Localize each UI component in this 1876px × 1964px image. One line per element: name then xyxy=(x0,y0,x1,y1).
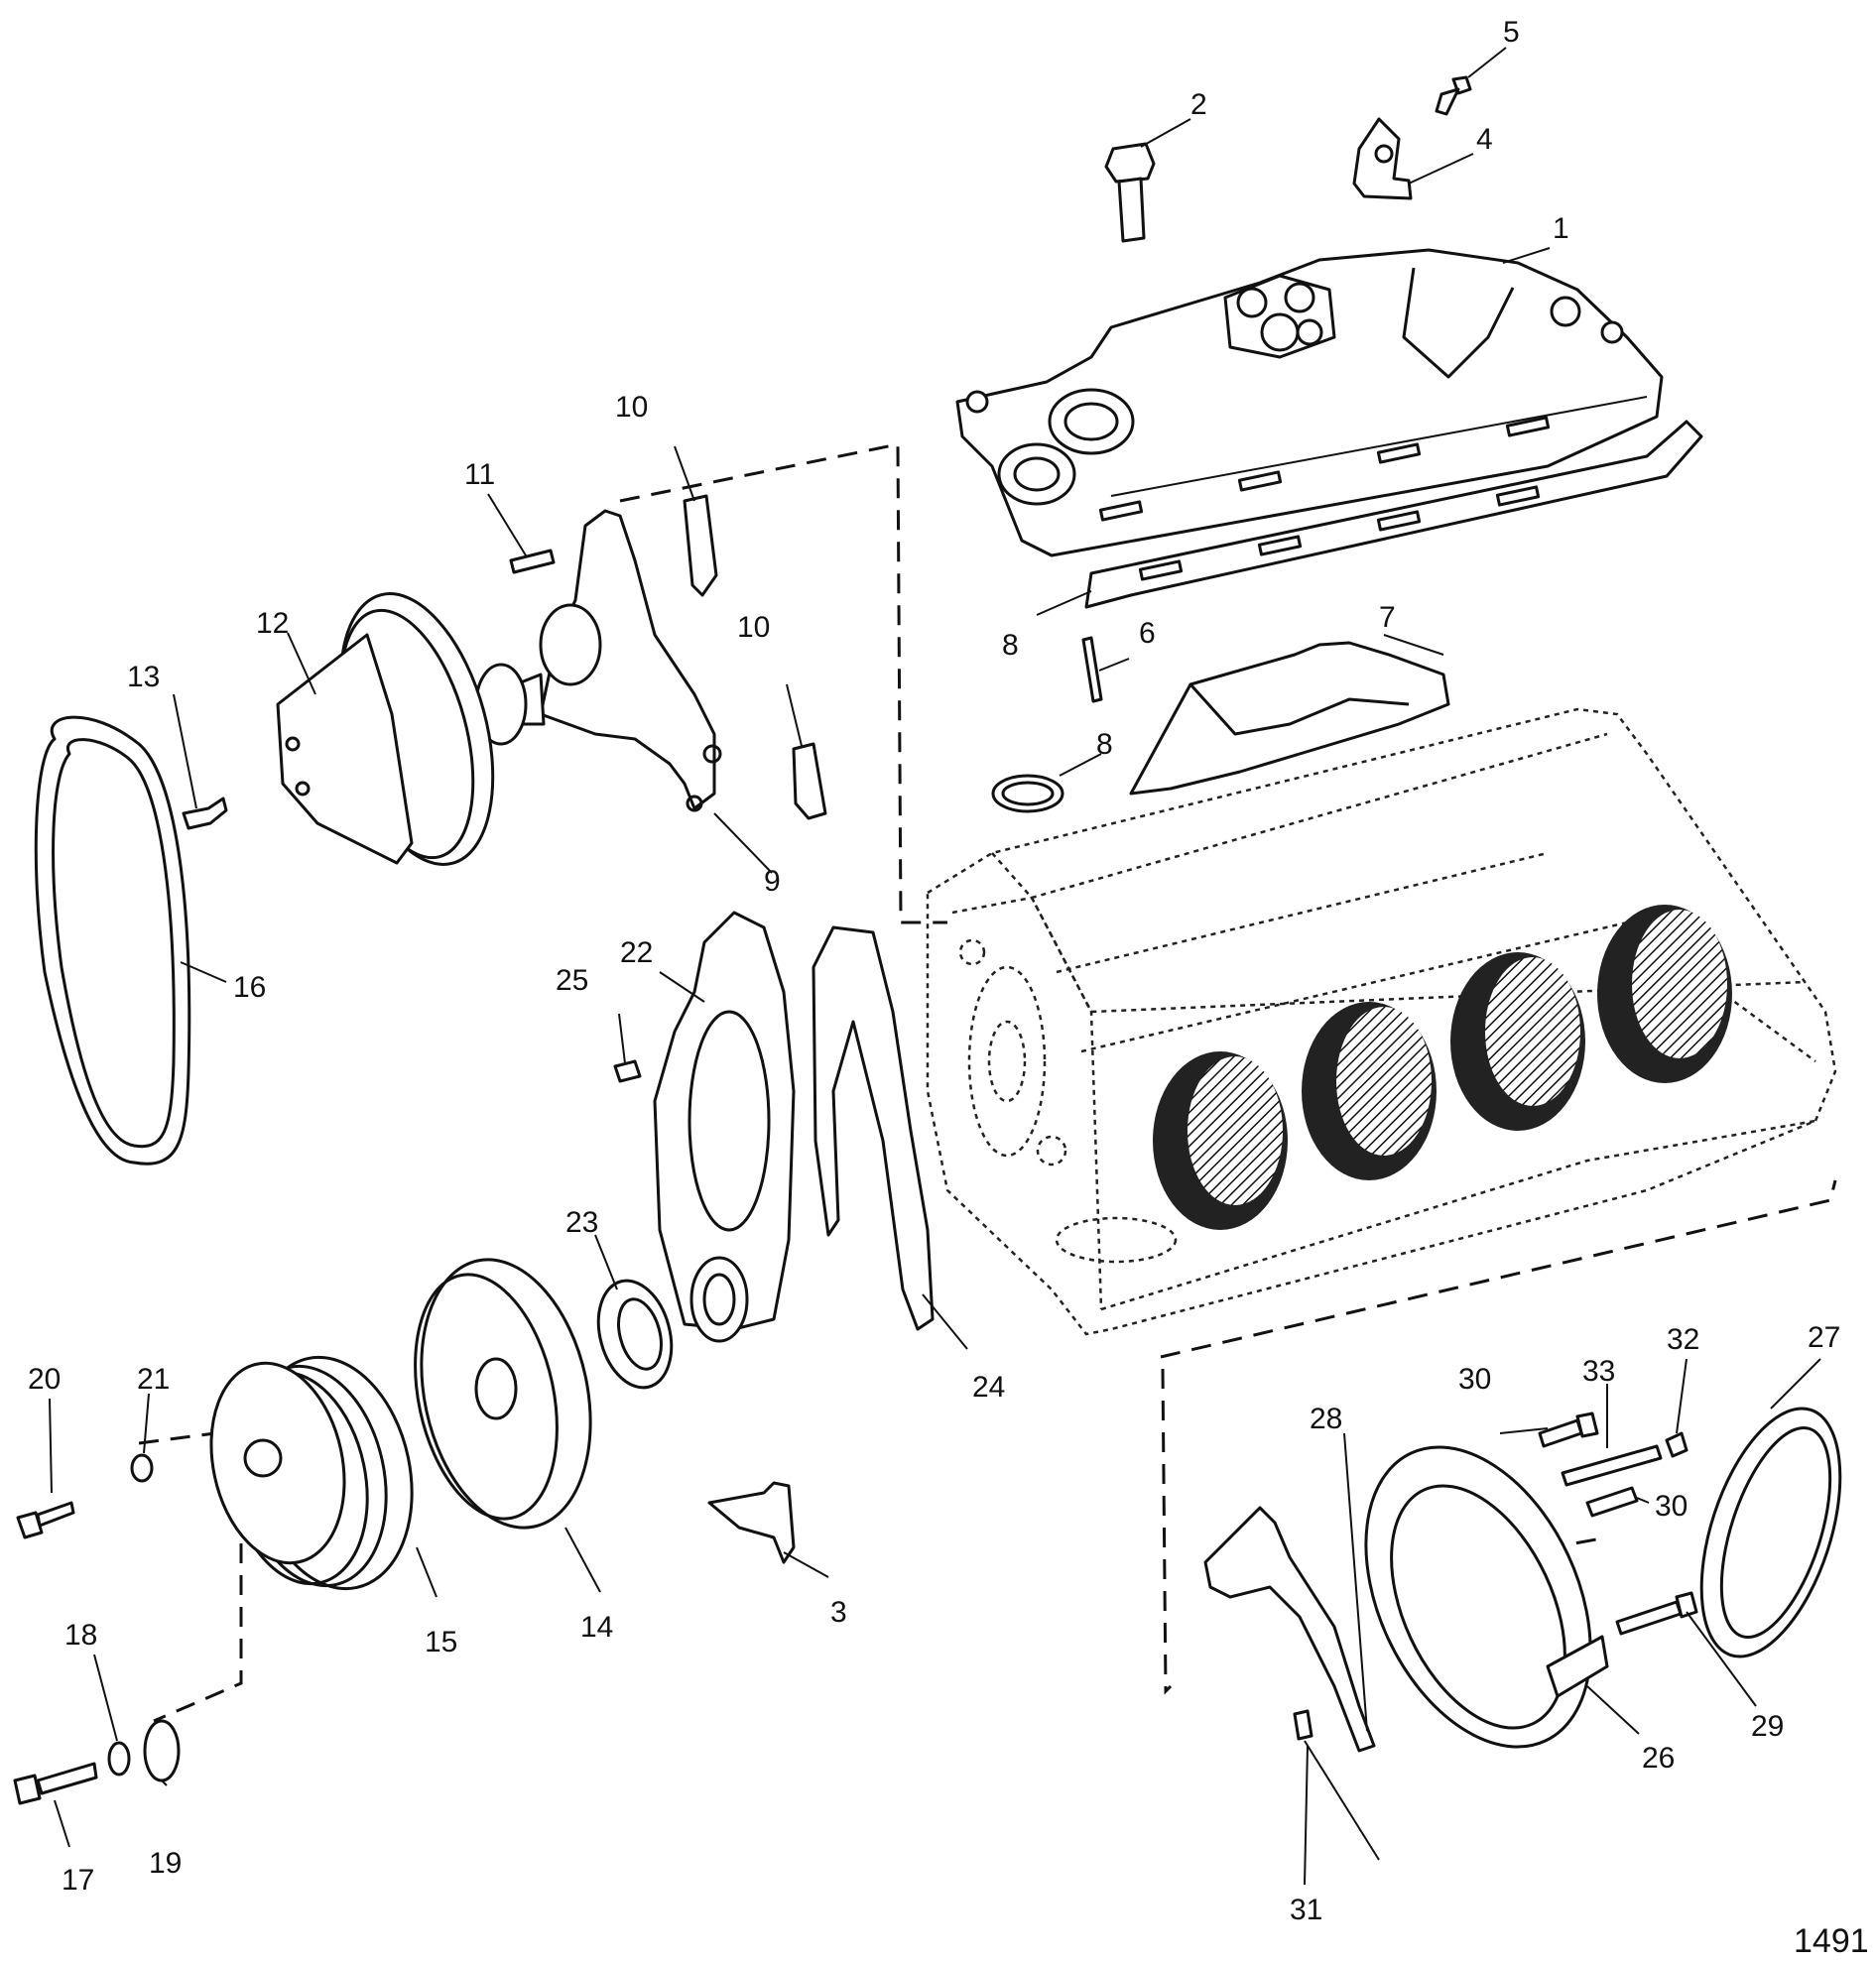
callout-29: 29 xyxy=(1751,1710,1784,1743)
oil-seal xyxy=(596,1279,674,1390)
manifold-bolt xyxy=(1104,142,1156,243)
leader-lines xyxy=(49,47,1821,1886)
timing-bracket xyxy=(707,1481,796,1564)
callout-14: 14 xyxy=(580,1611,613,1644)
callout-13: 13 xyxy=(127,661,160,693)
callout-15: 15 xyxy=(425,1626,457,1658)
cover-bolt xyxy=(613,1059,642,1083)
retainer-gasket xyxy=(1203,1506,1376,1753)
rear-main-seal xyxy=(1699,1407,1842,1658)
washer-21 xyxy=(130,1453,154,1483)
callout-28: 28 xyxy=(1310,1403,1342,1435)
pulley-bolt xyxy=(182,797,228,830)
harmonic-balancer xyxy=(414,1258,592,1530)
timing-cover xyxy=(653,911,796,1343)
callout-16: 16 xyxy=(233,971,266,1004)
callout-32: 32 xyxy=(1667,1323,1699,1356)
callout-33: 33 xyxy=(1582,1355,1615,1388)
callout-7: 7 xyxy=(1379,601,1396,634)
callout-9: 9 xyxy=(764,865,781,898)
pump-gasket-upper xyxy=(683,494,718,597)
callout-30-lower: 30 xyxy=(1655,1490,1688,1523)
dowel-pin xyxy=(1293,1709,1313,1741)
callout-11: 11 xyxy=(464,458,495,491)
callout-2: 2 xyxy=(1190,88,1207,121)
callout-10-lower: 10 xyxy=(737,611,770,644)
figure-number: 1491 xyxy=(1794,1922,1869,1960)
bolt-17 xyxy=(13,1762,98,1805)
nut-32 xyxy=(1665,1431,1688,1458)
callout-8-lower: 8 xyxy=(1096,728,1113,761)
callout-10-upper: 10 xyxy=(615,391,648,424)
callout-23: 23 xyxy=(565,1206,598,1239)
callout-19: 19 xyxy=(149,1847,182,1880)
bolt-20 xyxy=(16,1501,75,1539)
callout-5: 5 xyxy=(1503,16,1520,49)
callouts: 1 2 3 4 5 6 7 8 8 9 10 10 11 12 13 14 15… xyxy=(28,16,1840,1926)
callout-6: 6 xyxy=(1139,617,1156,650)
stud-33 xyxy=(1561,1444,1663,1487)
timing-cover-gasket xyxy=(812,925,935,1331)
assembly-line-rear-seal xyxy=(1161,1368,1173,1695)
callout-18: 18 xyxy=(64,1619,97,1652)
callout-30-upper: 30 xyxy=(1458,1363,1491,1396)
callout-1: 1 xyxy=(1553,212,1569,245)
assembly-line-block-bottom xyxy=(1160,1179,1837,1359)
drive-belt xyxy=(34,715,191,1166)
callout-17: 17 xyxy=(62,1864,94,1897)
callout-26: 26 xyxy=(1642,1742,1675,1775)
callout-20: 20 xyxy=(28,1363,61,1396)
callout-25: 25 xyxy=(556,964,588,997)
bracket xyxy=(1352,117,1413,200)
intake-manifold xyxy=(955,248,1664,557)
retainer-bolt-long xyxy=(1615,1591,1698,1636)
pump-bolt xyxy=(509,549,556,574)
valley-baffle xyxy=(1129,641,1450,796)
retainer-bolt-upper xyxy=(1538,1412,1599,1448)
retainer-bolt-lower xyxy=(1585,1486,1639,1518)
callout-21: 21 xyxy=(137,1363,170,1396)
callout-8-upper: 8 xyxy=(1002,629,1019,662)
water-pump xyxy=(474,509,722,812)
callout-4: 4 xyxy=(1476,123,1493,156)
callout-24: 24 xyxy=(972,1371,1005,1404)
washer-18 xyxy=(107,1741,131,1777)
pump-gasket-lower xyxy=(792,742,827,820)
retaining-disc xyxy=(143,1719,181,1782)
callout-31: 31 xyxy=(1290,1894,1322,1926)
water-pump-pulley xyxy=(276,592,495,866)
assembly-line-water-pump xyxy=(619,442,947,924)
callout-3: 3 xyxy=(830,1596,847,1629)
callout-22: 22 xyxy=(620,936,653,969)
callout-12: 12 xyxy=(256,607,289,640)
seal-retainer xyxy=(1364,1445,1609,1749)
callout-27: 27 xyxy=(1808,1321,1840,1354)
engine-block xyxy=(926,707,1837,1336)
bracket-screw xyxy=(1435,75,1472,116)
intake-gasket xyxy=(1084,420,1703,609)
stud xyxy=(1081,636,1103,703)
crankshaft-pulley xyxy=(209,1355,414,1591)
